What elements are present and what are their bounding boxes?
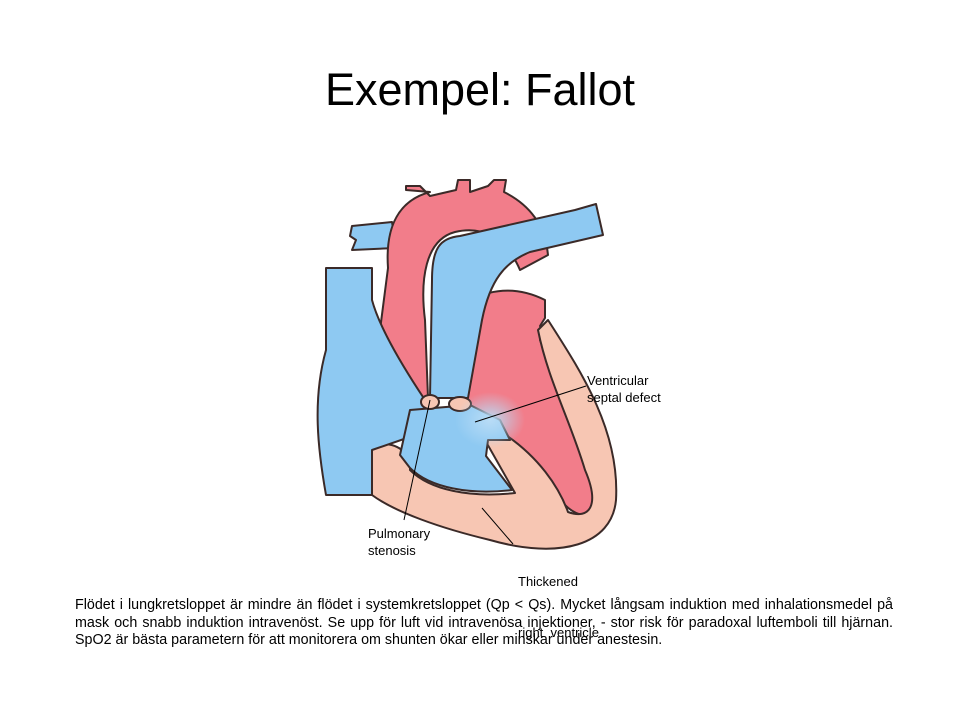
- vsd-label: Ventricular septal defect: [587, 372, 661, 406]
- left-pulmonary-branch: [349, 221, 397, 251]
- thickened-rv-leader-line: [481, 507, 514, 545]
- rv-label-line1: Thickened: [518, 574, 578, 589]
- pulmonary-stenosis-leader-line: [403, 399, 431, 521]
- rv-label-line2: right ventricle: [518, 625, 599, 640]
- pulmonary-stenosis-label: Pulmonary stenosis: [368, 525, 430, 559]
- ventricular-septal-defect: [455, 392, 525, 448]
- vena-cava: [316, 267, 431, 496]
- vsd-label-line1: Ventricular: [587, 373, 649, 388]
- slide-title: Exempel: Fallot: [324, 64, 636, 115]
- ps-label-line2: stenosis: [368, 543, 416, 558]
- slide-body-text: Flödet i lungkretsloppet är mindre än fl…: [75, 597, 893, 648]
- thickened-rv-label: Thickened right ventricle: [518, 539, 599, 658]
- vsd-leader-line: [474, 385, 587, 423]
- pulmonary-artery: [429, 203, 604, 399]
- vsd-label-line2: septal defect: [587, 390, 661, 405]
- ps-label-line1: Pulmonary: [368, 526, 431, 541]
